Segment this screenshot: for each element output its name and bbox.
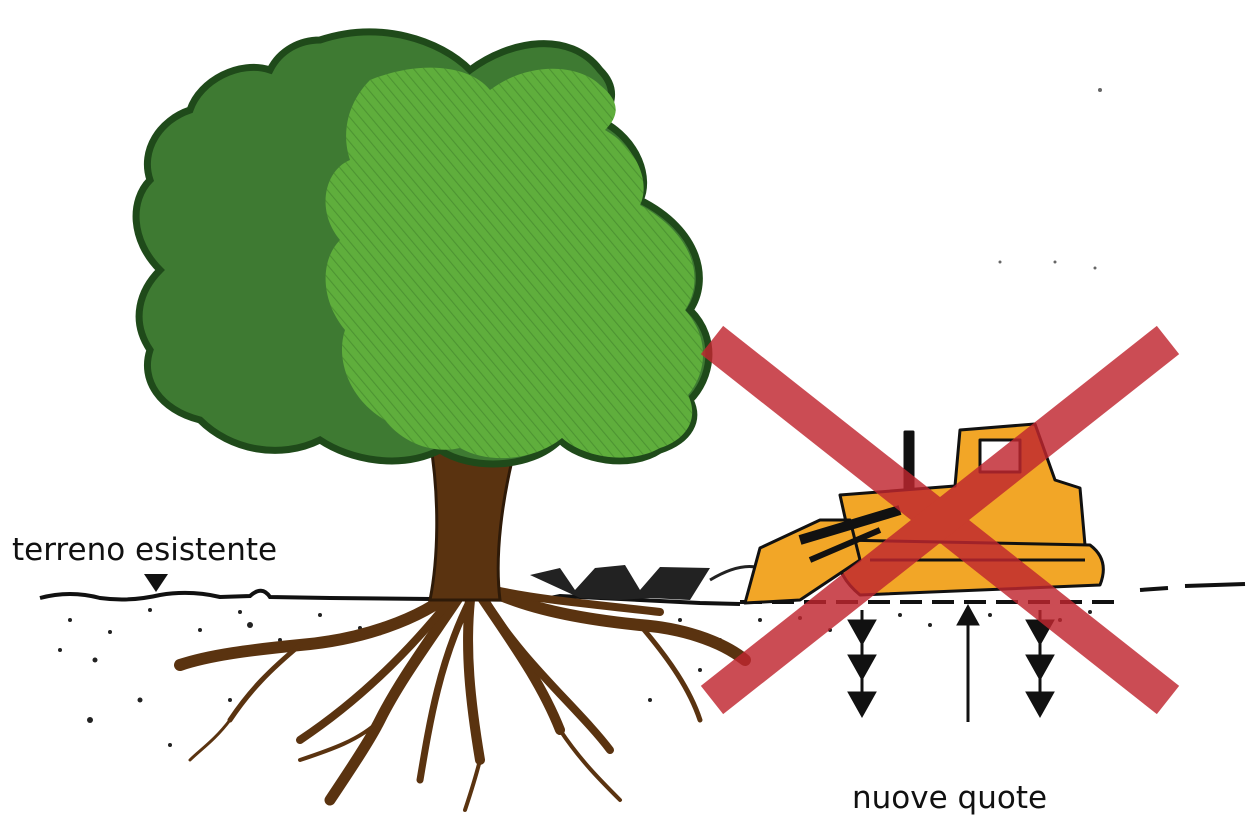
tree-canopy: [136, 32, 709, 464]
existing-ground-label: terreno esistente: [12, 532, 277, 568]
down-arrow-icon: [848, 655, 876, 680]
ground-marker-arrow: [144, 574, 168, 592]
down-arrow-icon: [1026, 655, 1054, 680]
tree-roots: [180, 590, 745, 810]
soil-speckles: [58, 608, 1092, 747]
stray-dots: [999, 88, 1103, 270]
new-levels-label: nuove quote: [852, 780, 1047, 816]
down-arrow-icon: [848, 620, 876, 645]
down-arrow-icon: [1026, 692, 1054, 717]
prohibition-cross-icon: [712, 340, 1168, 700]
down-arrow-icon: [848, 692, 876, 717]
compaction-arrows: [848, 605, 1054, 722]
up-arrow-icon: [957, 605, 979, 625]
